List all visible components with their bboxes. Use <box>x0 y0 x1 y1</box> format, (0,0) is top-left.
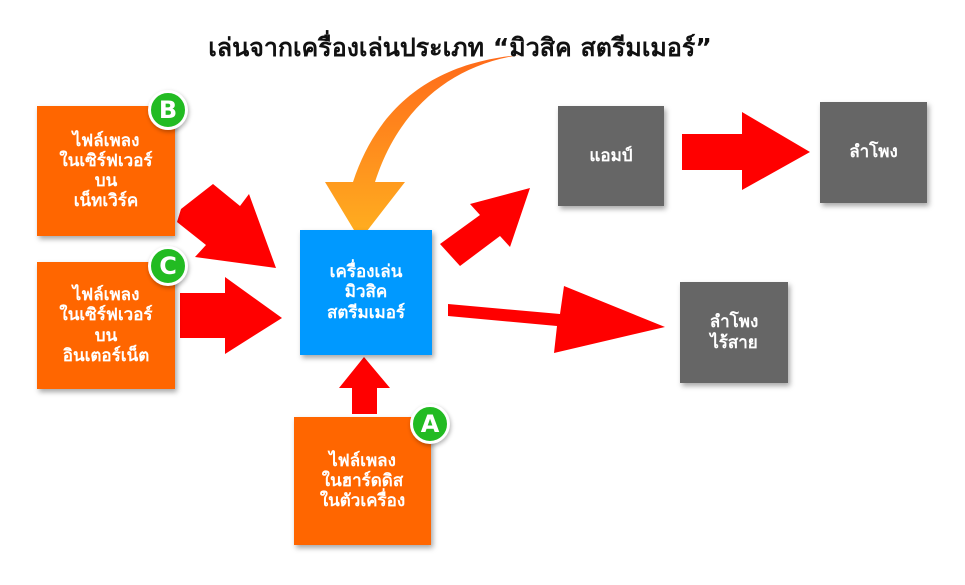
page-title: เล่นจากเครื่องเล่นประเภท “มิวสิค สตรีมเม… <box>208 33 712 62</box>
speaker-box: ลำโพง <box>820 102 927 203</box>
badge-b: B <box>148 90 188 130</box>
box-label-line: ในตัวเครื่อง <box>319 491 406 512</box>
box-label-line: ในฮาร์ดดิส <box>321 470 404 491</box>
box-label-line: แอมป์ <box>589 145 633 166</box>
arrow-player-to-wireless-speaker <box>448 286 665 353</box>
box-label-line: ไร้สาย <box>710 332 758 353</box>
box-label-line: ลำโพง <box>709 312 759 333</box>
arrow-source-c-to-player <box>180 277 282 354</box>
box-label-line: บน <box>94 171 118 191</box>
box-label-line: ในเซิร์ฟเวอร์ <box>59 305 153 326</box>
source-internet-server-box: ไฟล์เพลง ในเซิร์ฟเวอร์ บน อินเตอร์เน็ต <box>37 262 175 389</box>
box-label-line: มิวสิค <box>344 282 388 303</box>
arrow-amp-to-speaker <box>682 112 810 190</box>
amp-box: แอมป์ <box>558 106 664 206</box>
box-label-line: ลำโพง <box>849 142 898 163</box>
box-label-line: ในเซิร์ฟเวอร์ <box>59 150 153 171</box>
box-label-line: บน <box>94 325 118 346</box>
source-internal-harddisk-box: ไฟล์เพลง ในฮาร์ดดิส ในตัวเครื่อง <box>294 417 431 545</box>
box-label-line: เครื่องเล่น <box>329 262 403 283</box>
box-label-line: ไฟล์เพลง <box>329 450 396 471</box>
box-label-line: สตรีมเมอร์ <box>326 302 406 323</box>
badge-c: C <box>148 246 188 286</box>
arrow-player-to-amp <box>440 188 530 266</box>
music-streamer-box: เครื่องเล่น มิวสิค สตรีมเมอร์ <box>300 230 432 355</box>
box-label-line: อินเตอร์เน็ต <box>62 345 150 366</box>
box-label-line: ไฟล์เพลง <box>72 130 140 151</box>
arrow-source-a-to-player <box>339 357 390 414</box>
wireless-speaker-box: ลำโพง ไร้สาย <box>680 282 788 383</box>
curved-arrow-title-to-player <box>325 55 520 240</box>
box-label-line: เน็ทเวิร์ค <box>73 191 139 212</box>
box-label-line: ไฟล์เพลง <box>72 285 140 306</box>
arrow-source-b-to-player <box>177 184 276 268</box>
source-network-server-box: ไฟล์เพลง ในเซิร์ฟเวอร์ บน เน็ทเวิร์ค <box>37 106 175 236</box>
badge-a: A <box>410 404 450 444</box>
